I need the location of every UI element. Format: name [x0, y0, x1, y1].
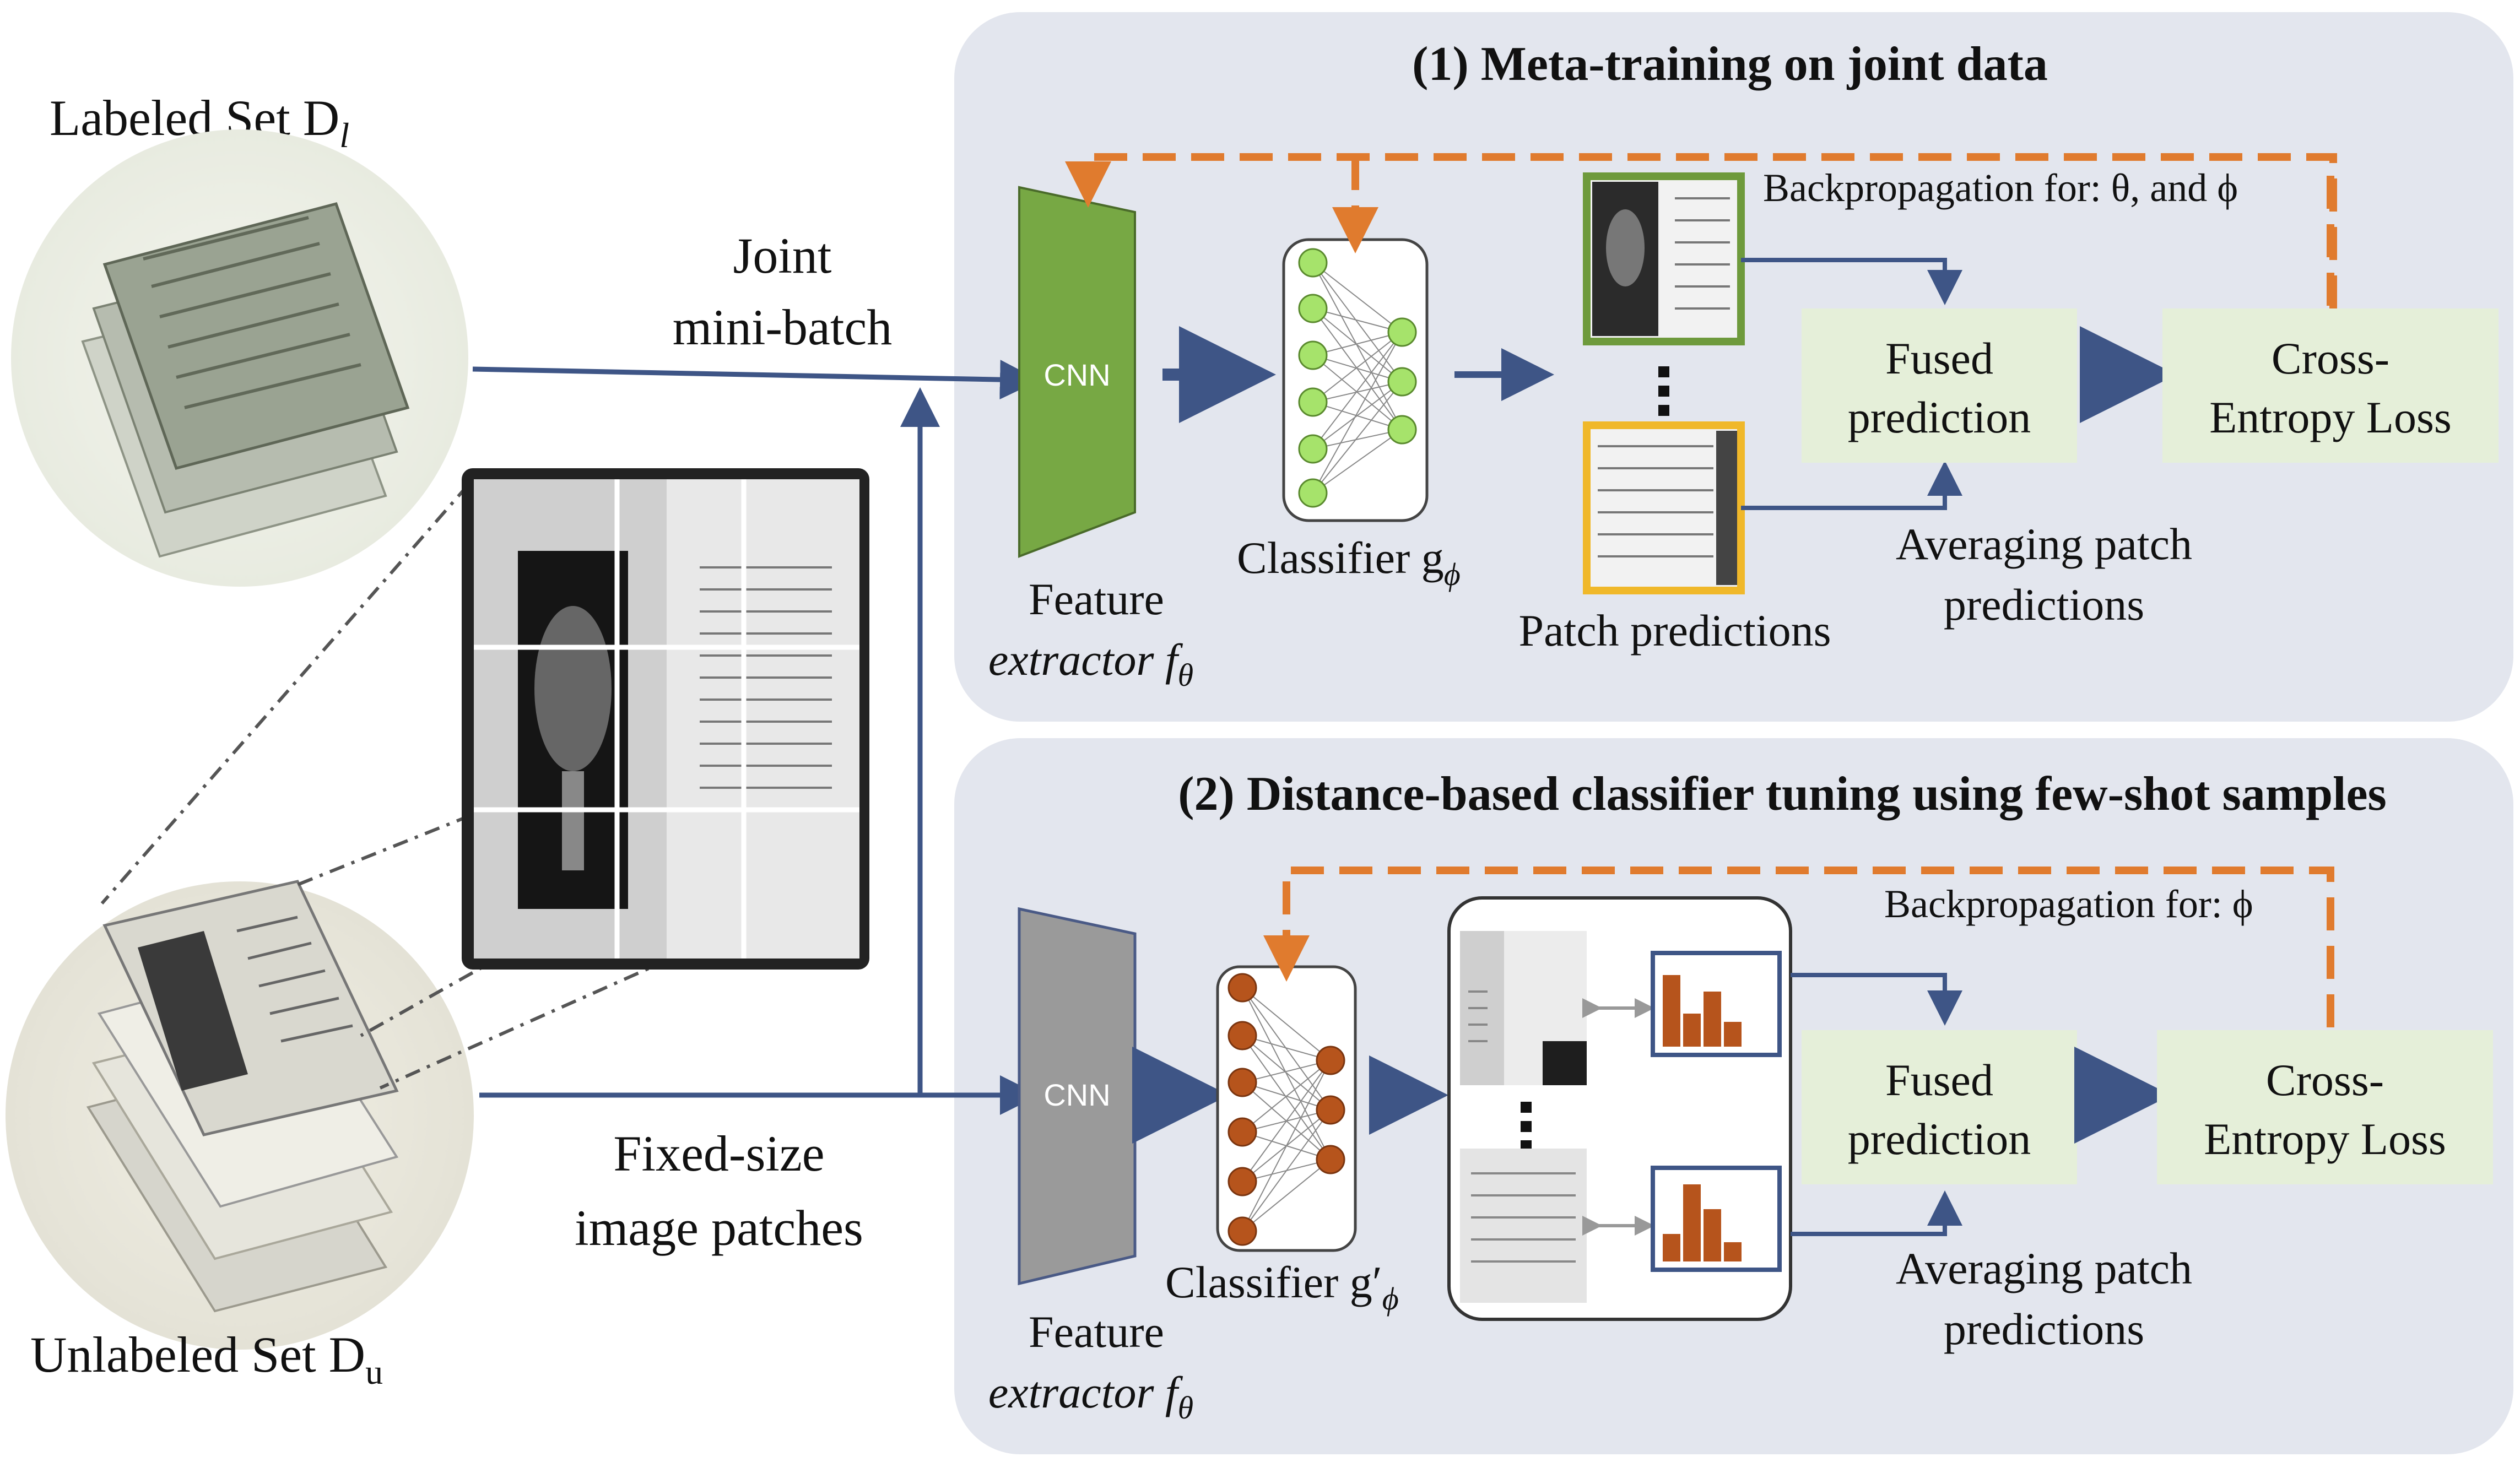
stage1-averaging-line1: Averaging patch	[1896, 519, 2192, 569]
stage1-cnn-label: CNN	[1043, 358, 1110, 392]
stage1-backprop-path	[1065, 153, 2337, 308]
stage1-backprop-label: Backpropagation for: θ, and ϕ	[1763, 166, 2238, 210]
unlabeled-set-label: Unlabeled Set Du	[30, 1326, 383, 1391]
stage2-fused-prediction-box	[1802, 1030, 2077, 1184]
patches-line2: image patches	[575, 1200, 863, 1256]
input-arrows	[472, 360, 1040, 1115]
stage1-panel	[954, 12, 2513, 722]
stage1-patches-to-fused-arrows	[1741, 258, 1962, 510]
patches-line1: Fixed-size	[613, 1125, 824, 1182]
stage2-loss-box	[2157, 1030, 2493, 1184]
stage1-feature-line2: extractor fθ	[988, 635, 1193, 693]
stage2-fused-line2: prediction	[1848, 1114, 2031, 1164]
stage2-cnn-label: CNN	[1043, 1077, 1110, 1112]
stage1-loss-line2: Entropy Loss	[2209, 392, 2452, 442]
stage1-averaging-line2: predictions	[1944, 580, 2144, 630]
stage2-cnn-block[interactable]	[1018, 907, 1137, 1286]
distance-arrows	[1582, 998, 1654, 1236]
stage1-fused-prediction-box	[1802, 308, 2077, 463]
vertical-ellipsis-icon	[1658, 366, 1669, 416]
stage1-fused-line2: prediction	[1848, 392, 2031, 442]
stage2-patch-thumb-top	[1460, 931, 1587, 1085]
patch-yellow-thumbnail	[1583, 421, 1745, 594]
histogram-icon	[1651, 1166, 1782, 1272]
stage2-backprop-label: Backpropagation for: ϕ	[1884, 882, 2253, 926]
stage2-loss-line1: Cross-	[2266, 1055, 2384, 1105]
stage2-feature-line1: Feature	[1029, 1307, 1164, 1357]
stage2-loss-line2: Entropy Loss	[2204, 1114, 2446, 1164]
stage2-patch-thumb-bottom	[1460, 1149, 1587, 1303]
document-stack-icon	[81, 202, 410, 558]
stage2-patches-to-fused-arrows	[1791, 973, 1962, 1236]
neural-network-icon	[1216, 965, 1357, 1252]
book-page-icon	[462, 468, 869, 970]
stage2-feature-line2: extractor fθ	[988, 1367, 1193, 1426]
joint-batch-line1: Joint	[733, 228, 832, 284]
stage2-classifier-label: Classifier g′ϕ	[1165, 1257, 1399, 1317]
neural-network-icon	[1282, 238, 1429, 522]
document-stack-icon	[86, 880, 399, 1313]
joint-batch-line2: mini-batch	[673, 299, 893, 355]
stage2-backprop-path	[1263, 867, 2334, 1027]
histogram-icon	[1651, 951, 1782, 1057]
stage1-classifier-label: Classifier gϕ	[1237, 533, 1461, 592]
stage1-feature-line1: Feature	[1029, 574, 1164, 624]
patch-green-thumbnail	[1583, 172, 1745, 345]
stage2-title: (2) Distance-based classifier tuning usi…	[1178, 767, 2387, 821]
stage1-loss-box	[2162, 308, 2499, 463]
stage2-averaging-line1: Averaging patch	[1896, 1243, 2192, 1293]
patch-predictions-label: Patch predictions	[1518, 605, 1831, 656]
stage2-averaging-line2: predictions	[1944, 1304, 2144, 1354]
stage1-loss-line1: Cross-	[2272, 333, 2389, 383]
stage1-title: (1) Meta-training on joint data	[1412, 37, 2048, 91]
stage2-fused-line1: Fused	[1885, 1055, 1993, 1105]
stage1-fused-line1: Fused	[1885, 333, 1993, 383]
vertical-ellipsis-icon	[1521, 1102, 1532, 1151]
